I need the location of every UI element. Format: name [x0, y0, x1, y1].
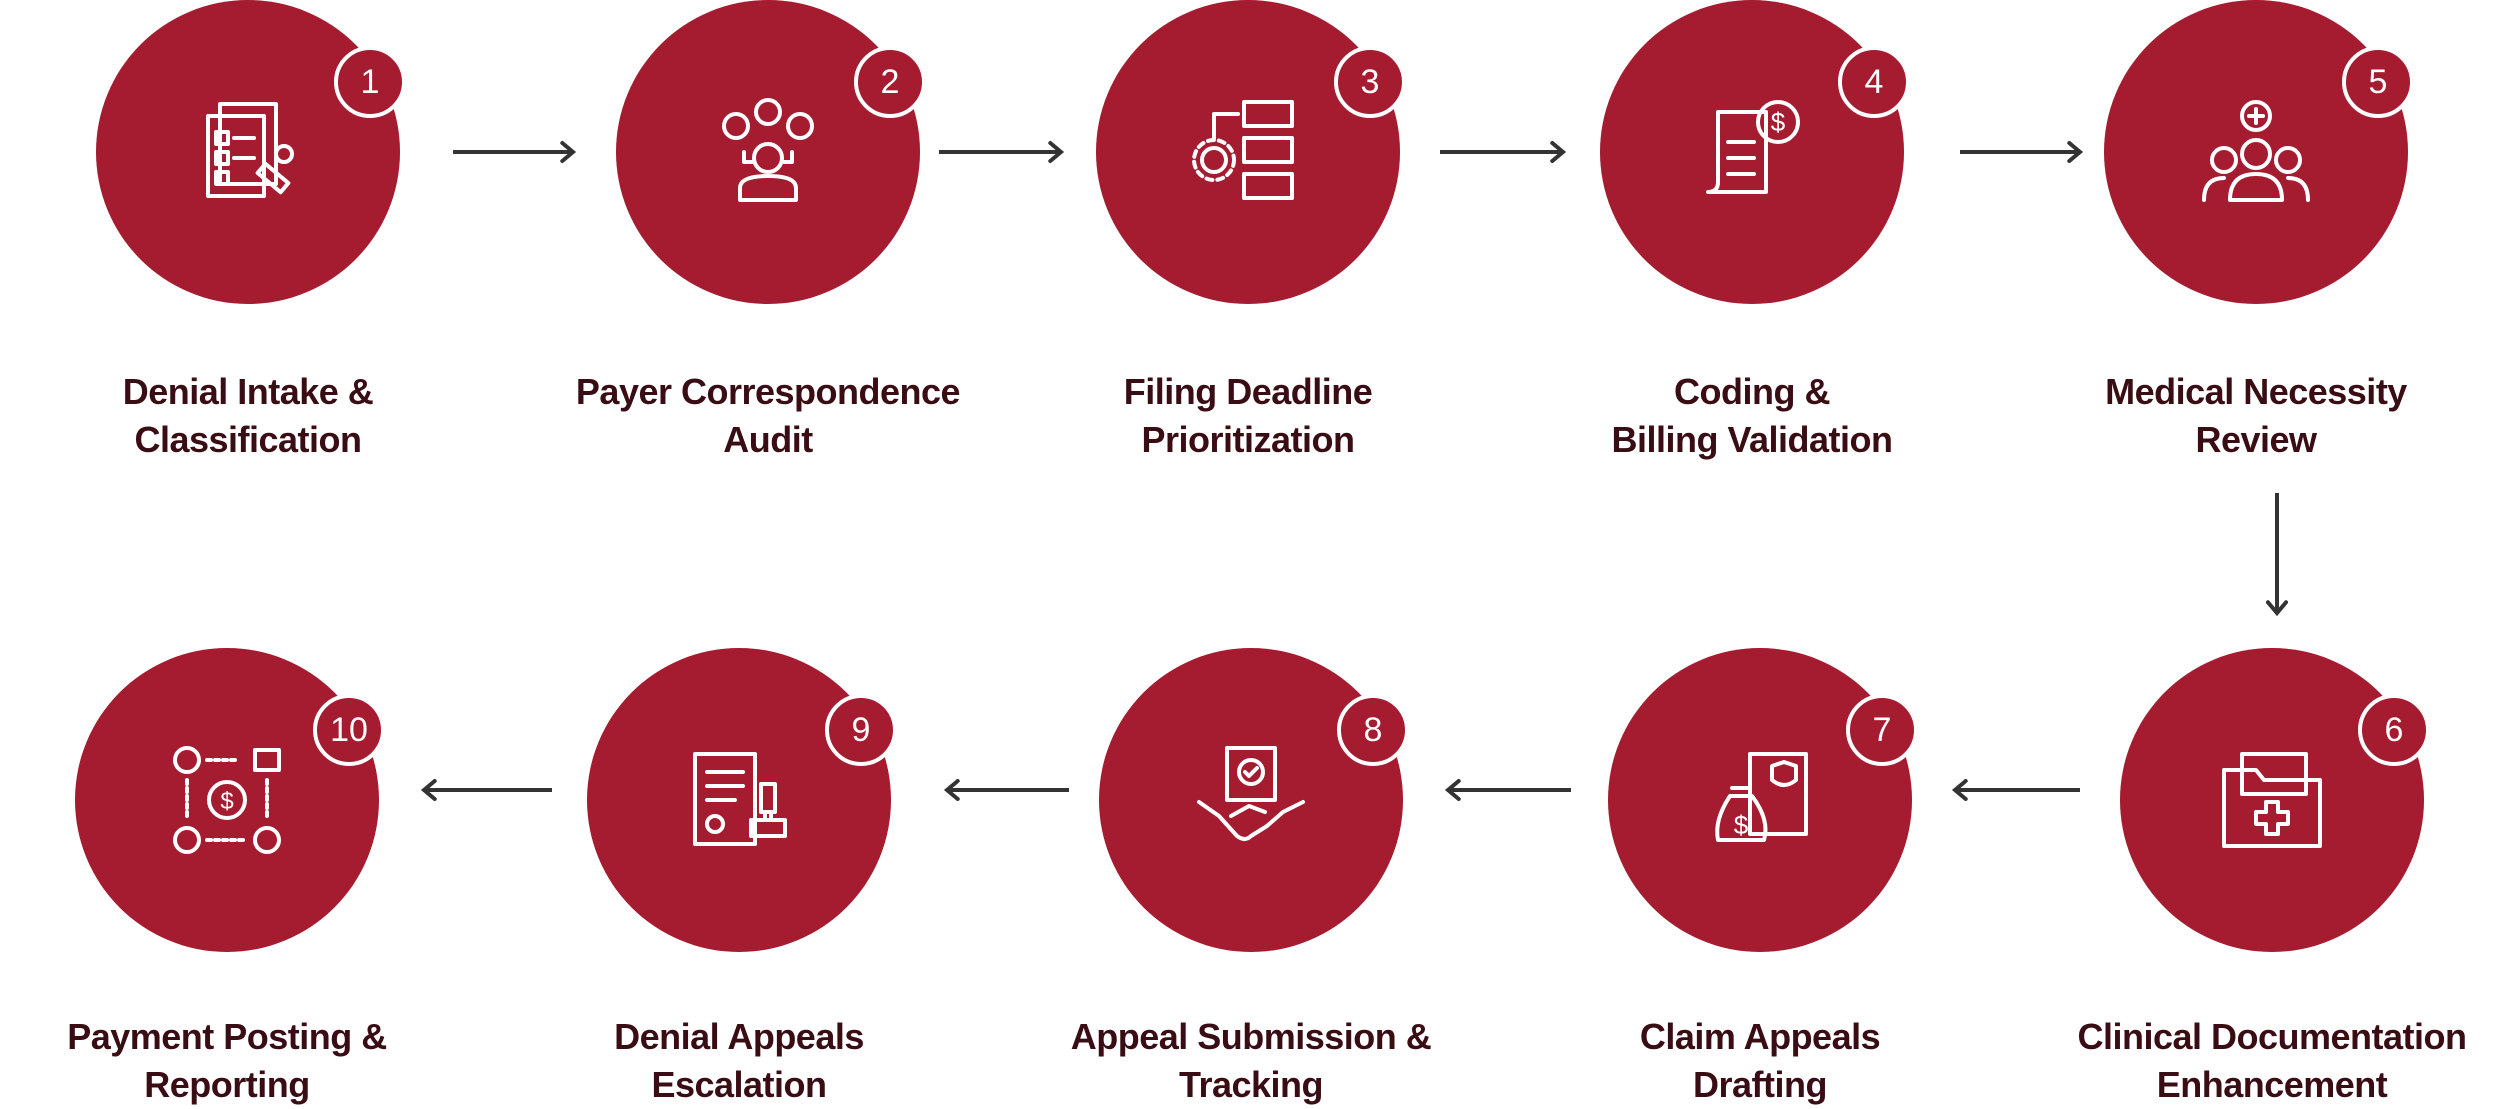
- step-label-line: Claim Appeals: [1639, 1016, 1881, 1057]
- step-label-line: Appeal Submission &: [1070, 1016, 1432, 1057]
- step-number-badge: 4: [1838, 46, 1910, 118]
- step-label-line: Review: [2195, 419, 2317, 460]
- step-label-line: Filing Deadline: [1123, 371, 1373, 412]
- step-number-badge: 5: [2342, 46, 2414, 118]
- arrow-icon: [1444, 778, 1571, 802]
- invoice-dollar-icon: $: [1706, 100, 1800, 194]
- money-bag-document-icon: $: [1715, 752, 1808, 842]
- step-label-line: Prioritization: [1141, 419, 1355, 460]
- step-circle-10: $ 10: [75, 648, 385, 952]
- step-label-line: Payer Correspondence: [575, 371, 961, 412]
- arrow-icon: [1960, 140, 2084, 164]
- step-circle-1: 1: [96, 0, 406, 304]
- step-number-badge: 1: [334, 46, 406, 118]
- svg-text:$: $: [1734, 810, 1749, 840]
- step-label-line: Tracking: [1178, 1064, 1324, 1105]
- step-circle-8: 8: [1099, 648, 1409, 952]
- step-label-line: Coding &: [1674, 371, 1830, 412]
- step-circle-6: 6: [2120, 648, 2430, 952]
- arrow-icon: [420, 778, 552, 802]
- arrow-icon: [2265, 493, 2289, 617]
- step-label: Appeal Submission & Tracking: [1021, 1013, 1481, 1109]
- numbered-list-gear-icon: [1192, 100, 1294, 200]
- svg-text:$: $: [220, 788, 233, 815]
- handshake-document-icon: [1197, 746, 1305, 841]
- arrow-icon: [943, 778, 1069, 802]
- arrow-icon: [453, 140, 577, 164]
- step-label: Denial Intake & Classification: [18, 368, 478, 464]
- step-label: Coding & Billing Validation: [1522, 368, 1982, 464]
- arrow-icon: [1951, 778, 2080, 802]
- step-circle-2: 2: [616, 0, 926, 304]
- medical-folder-icon: [2222, 752, 2322, 848]
- step-circle-9: 9: [587, 648, 897, 952]
- step-label-line: Denial Appeals: [614, 1016, 864, 1057]
- step-number-badge: 7: [1846, 694, 1918, 766]
- step-label-line: Denial Intake &: [122, 371, 374, 412]
- document-stamp-icon: [693, 752, 787, 846]
- step-label-line: Medical Necessity: [2105, 371, 2407, 412]
- payer-person-icon: [722, 98, 814, 202]
- step-number-badge: 10: [313, 694, 385, 766]
- step-number-badge: 2: [854, 46, 926, 118]
- step-label-line: Enhancement: [2156, 1064, 2388, 1105]
- step-label: Payment Posting & Reporting: [0, 1013, 457, 1109]
- step-label-line: Audit: [723, 419, 813, 460]
- step-number-badge: 3: [1334, 46, 1406, 118]
- step-label-line: Payment Posting &: [67, 1016, 387, 1057]
- document-checklist-stamp-icon: [206, 102, 294, 198]
- step-circle-3: 3: [1096, 0, 1406, 304]
- step-number-badge: 6: [2358, 694, 2430, 766]
- medical-team-icon: [2202, 100, 2310, 202]
- step-circle-7: $ 7: [1608, 648, 1918, 952]
- step-number-badge: 9: [825, 694, 897, 766]
- step-label-line: Classification: [134, 419, 362, 460]
- arrow-icon: [1440, 140, 1567, 164]
- step-label-line: Clinical Documentation: [2077, 1016, 2467, 1057]
- arrow-icon: [939, 140, 1065, 164]
- step-number-badge: 8: [1337, 694, 1409, 766]
- step-label-line: Drafting: [1693, 1064, 1828, 1105]
- payment-cycle-icon: $: [173, 746, 281, 854]
- step-label-line: Reporting: [144, 1064, 310, 1105]
- step-circle-4: $ 4: [1600, 0, 1910, 304]
- step-label-line: Billing Validation: [1611, 419, 1893, 460]
- svg-text:$: $: [1771, 107, 1786, 137]
- step-label-line: Escalation: [651, 1064, 827, 1105]
- step-circle-5: 5: [2104, 0, 2414, 304]
